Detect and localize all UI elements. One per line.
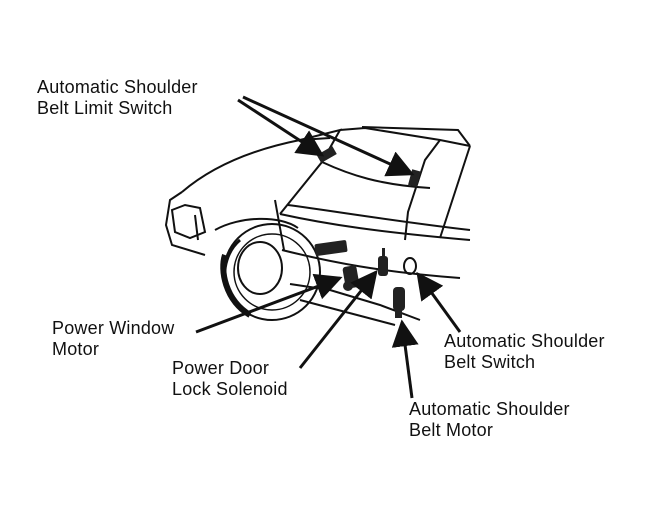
label-belt-motor: Automatic Shoulder Belt Motor xyxy=(409,399,570,441)
label-door-lock-line2: Lock Solenoid xyxy=(172,379,288,399)
belt-motor-part xyxy=(393,287,405,318)
front-wheel xyxy=(220,223,321,321)
arrow-window-motor xyxy=(195,273,343,334)
label-window-motor: Power Window Motor xyxy=(52,318,174,360)
belt-switch-part xyxy=(403,257,417,275)
power-window-motor-part xyxy=(342,265,360,291)
limit-switch-a-pillar xyxy=(316,146,337,163)
label-belt-switch: Automatic Shoulder Belt Switch xyxy=(444,331,605,373)
arrow-limit-switch-a xyxy=(237,98,325,157)
door-handle xyxy=(314,240,348,256)
label-window-motor-line2: Motor xyxy=(52,339,100,359)
leader-arrows xyxy=(195,95,462,399)
label-belt-motor-line1: Automatic Shoulder xyxy=(409,399,570,419)
label-limit-switch: Automatic Shoulder Belt Limit Switch xyxy=(37,77,198,119)
label-door-lock: Power Door Lock Solenoid xyxy=(172,358,288,400)
label-window-motor-line1: Power Window xyxy=(52,318,175,338)
label-door-lock-line1: Power Door xyxy=(172,358,270,378)
door-lock-solenoid-part xyxy=(378,248,388,276)
label-limit-switch-line2: Belt Limit Switch xyxy=(37,98,173,118)
arrow-belt-switch xyxy=(416,271,462,333)
label-limit-switch-line1: Automatic Shoulder xyxy=(37,77,198,97)
label-belt-switch-line2: Belt Switch xyxy=(444,352,536,372)
arrow-limit-switch-c xyxy=(242,95,415,177)
arrow-belt-motor xyxy=(391,319,419,399)
label-belt-switch-line1: Automatic Shoulder xyxy=(444,331,605,351)
arrow-door-lock xyxy=(298,269,378,369)
label-belt-motor-line2: Belt Motor xyxy=(409,420,494,440)
